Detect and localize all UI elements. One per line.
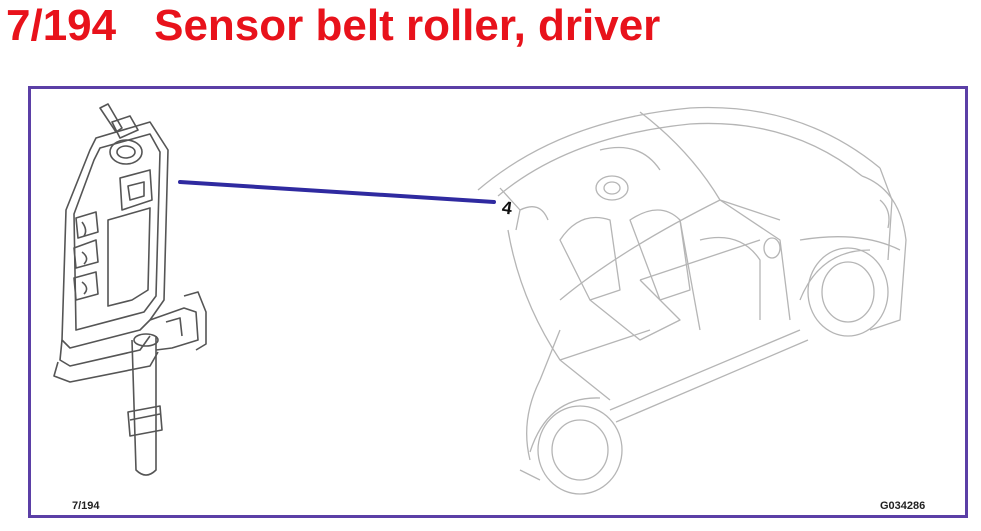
leader-line [178, 180, 496, 204]
title-number: 7/194 [6, 1, 117, 50]
diagram-frame [28, 86, 968, 518]
figure-reference-left: 7/194 [72, 500, 100, 512]
page-title: 7/194 Sensor belt roller, driver [6, 0, 660, 52]
belt-roller-sensor-drawing [53, 103, 207, 476]
part-callout-label: 4 [501, 197, 514, 218]
car-outline-drawing [477, 106, 907, 495]
figure-reference-right: G034286 [880, 500, 926, 512]
title-text: Sensor belt roller, driver [154, 1, 661, 50]
